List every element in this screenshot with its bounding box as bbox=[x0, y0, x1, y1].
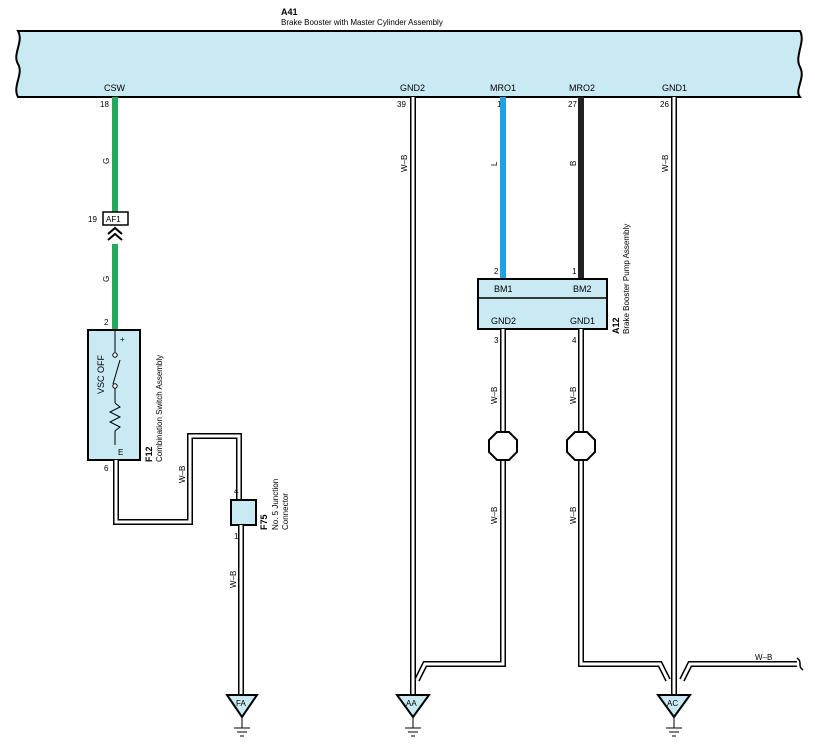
wire-color-b: B bbox=[569, 161, 578, 166]
wire-csw-green: G G bbox=[102, 97, 118, 330]
connector-af1-label: AF1 bbox=[106, 215, 121, 224]
pump-code: A12 bbox=[611, 317, 621, 334]
pump-pin-gnd2: 3 bbox=[494, 336, 499, 345]
pump-terminal-gnd1: GND1 bbox=[570, 316, 595, 326]
wire-color-wb-gnd2: W–B bbox=[400, 155, 409, 172]
terminal-csw: CSW bbox=[104, 83, 126, 93]
ground-ac-label: AC bbox=[667, 699, 678, 708]
brake-booster-body bbox=[15, 30, 803, 98]
junction-pin-bottom: 1 bbox=[234, 532, 239, 541]
wire-wb-pump-gnd2: W–B W–B bbox=[414, 329, 518, 682]
switch-resistor-symbol bbox=[108, 402, 122, 445]
wire-color-wb-switch: W–B bbox=[178, 466, 187, 483]
pin-mro1: 1 bbox=[497, 100, 502, 109]
ground-ac: AC bbox=[656, 694, 692, 737]
splice-point-left bbox=[488, 431, 518, 461]
wire-color-wb-pump-gnd1-lower: W–B bbox=[569, 507, 578, 524]
pin-gnd2: 39 bbox=[397, 100, 406, 109]
switch-code: F12 bbox=[144, 446, 154, 462]
pin-mro2: 27 bbox=[568, 100, 577, 109]
junction-name-line1: No. 5 Junction bbox=[271, 479, 280, 530]
pump-pin-gnd1: 4 bbox=[572, 336, 577, 345]
wire-wb-gnd2: W–B bbox=[400, 97, 416, 695]
switch-pin-bottom: 6 bbox=[104, 464, 109, 473]
wire-mro2-black: B bbox=[569, 97, 584, 279]
combination-switch: 2 + VSC OFF E 6 F12 Combination Switch A… bbox=[87, 318, 164, 473]
junction-code: F75 bbox=[259, 514, 269, 530]
ground-aa-label: AA bbox=[406, 699, 417, 708]
switch-label-vsc-off: VSC OFF bbox=[96, 354, 106, 394]
wire-color-g-lower: G bbox=[102, 276, 111, 282]
pin-csw: 18 bbox=[100, 100, 109, 109]
wire-color-wb-pump-gnd2-lower: W–B bbox=[490, 507, 499, 524]
switch-pin-top: 2 bbox=[104, 318, 109, 327]
splice-point-right bbox=[566, 431, 596, 461]
wire-color-wb-pump-gnd2-upper: W–B bbox=[490, 387, 499, 404]
connector-af1-pin: 19 bbox=[88, 215, 97, 224]
junction-name-line2: Connector bbox=[281, 493, 290, 530]
brake-booster-code: A41 bbox=[281, 7, 298, 17]
pump-name: Brake Booster Pump Assembly bbox=[622, 224, 631, 334]
switch-plus: + bbox=[120, 335, 125, 344]
connector-af1: AF1 19 bbox=[88, 211, 129, 241]
junction-pin-top: 4 bbox=[234, 487, 239, 496]
wire-wb-junction-to-fa: W–B bbox=[229, 525, 244, 695]
pump-pin-bm1: 2 bbox=[494, 267, 499, 276]
brake-booster-assembly: A41 Brake Booster with Master Cylinder A… bbox=[15, 7, 803, 109]
terminal-mro2: MRO2 bbox=[569, 83, 595, 93]
brake-booster-name: Brake Booster with Master Cylinder Assem… bbox=[281, 18, 443, 27]
wire-color-wb-fa: W–B bbox=[229, 571, 238, 588]
wire-mro1-blue: L bbox=[490, 97, 506, 279]
pump-terminal-gnd2: GND2 bbox=[491, 316, 516, 326]
ground-aa: AA bbox=[395, 694, 431, 737]
switch-terminal-e: E bbox=[118, 448, 123, 457]
wire-wb-pump-gnd1: W–B W–B bbox=[566, 329, 671, 682]
terminal-gnd1: GND1 bbox=[662, 83, 687, 93]
wire-wb-gnd1: W–B bbox=[661, 97, 677, 695]
wire-color-wb-gnd1: W–B bbox=[661, 155, 670, 172]
pump-pin-bm2: 1 bbox=[572, 267, 577, 276]
ground-fa-label: FA bbox=[236, 699, 246, 708]
brake-booster-pump: 2 1 BM1 BM2 GND2 GND1 3 4 A12 Brake Boos… bbox=[477, 224, 631, 345]
pump-terminal-bm1: BM1 bbox=[494, 284, 513, 294]
pump-terminal-bm2: BM2 bbox=[573, 284, 592, 294]
wire-color-l: L bbox=[490, 161, 499, 166]
wire-wb-outgoing: W–B bbox=[679, 653, 804, 682]
terminal-gnd2: GND2 bbox=[400, 83, 425, 93]
wire-color-wb-outgoing: W–B bbox=[755, 653, 772, 662]
wire-color-wb-pump-gnd1-upper: W–B bbox=[569, 387, 578, 404]
junction-connector-f75: 4 1 F75 No. 5 Junction Connector bbox=[230, 479, 290, 541]
terminal-mro1: MRO1 bbox=[490, 83, 516, 93]
wire-wb-switch-to-junction: W–B bbox=[113, 433, 242, 525]
switch-name: Combination Switch Assembly bbox=[155, 355, 164, 462]
pin-gnd1: 26 bbox=[660, 100, 669, 109]
wire-color-g-upper: G bbox=[102, 158, 111, 164]
ground-fa: FA bbox=[225, 694, 259, 737]
switch-contact-symbol bbox=[112, 330, 121, 403]
